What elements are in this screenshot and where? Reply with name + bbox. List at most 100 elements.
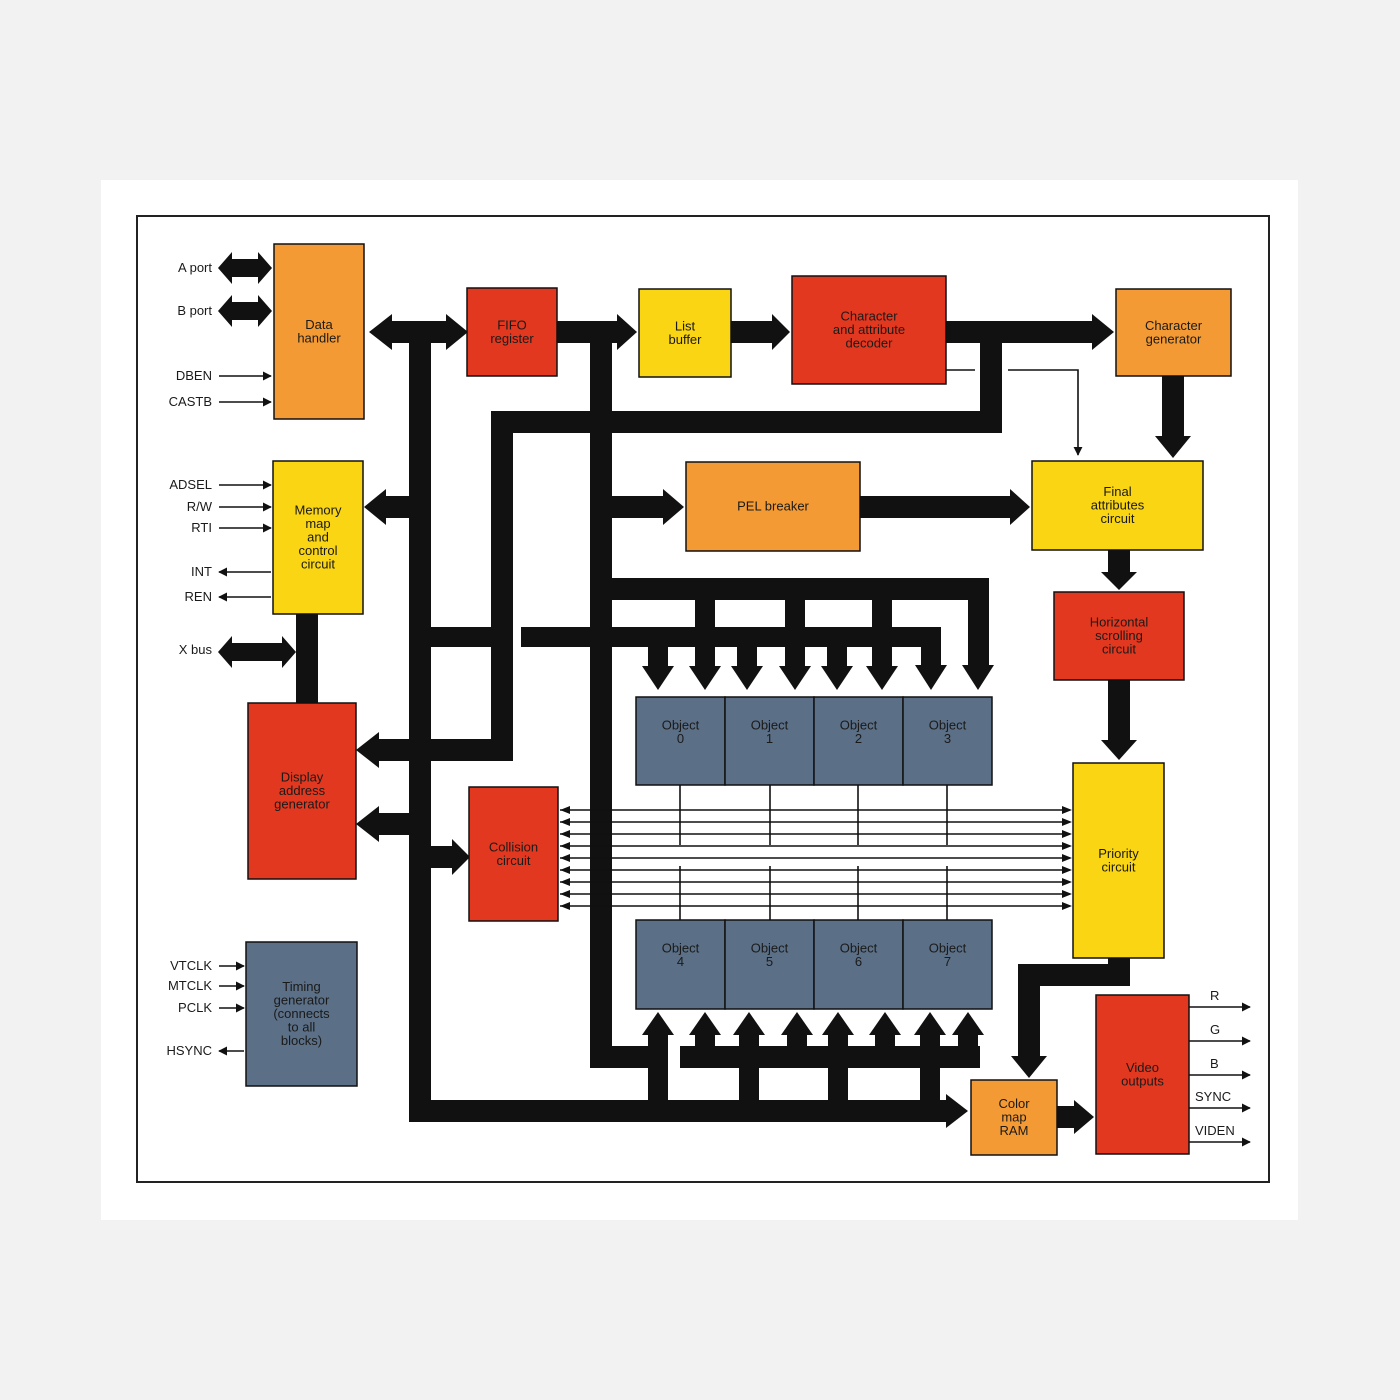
block-object2-label-0: Object [840, 717, 878, 732]
block-final-attributes-label-1: attributes [1091, 498, 1145, 513]
pel-final-bus [860, 496, 1010, 518]
block-object4-label-1: 4 [677, 954, 684, 969]
block-display-address-generator-label-2: generator [274, 797, 330, 812]
block-data-handler-box [273, 243, 365, 420]
signal-label-mtclk: MTCLK [168, 978, 212, 993]
priority-arrow-0 [1062, 806, 1072, 814]
collision-arrow-4 [560, 854, 570, 862]
object-top-feed-arrow-2 [731, 666, 763, 690]
fifo-list-bus-arrow [617, 314, 637, 350]
object-top-feed-5 [872, 600, 892, 668]
dag-lower-bus [378, 813, 411, 835]
block-list-buffer-label-1: buffer [668, 332, 702, 347]
block-list-buffer-box [638, 288, 732, 378]
block-object0-box [635, 696, 726, 786]
signal-label-sync: SYNC [1195, 1089, 1231, 1104]
block-character-generator-label-1: generator [1146, 331, 1202, 346]
object-top-feed-3 [785, 600, 805, 668]
chargen-final-bus-arrow [1155, 436, 1191, 458]
signal-label-r: R [1210, 988, 1219, 1003]
object-bus-drop-right-arrow [915, 665, 947, 690]
object-top-feed-arrow-4 [821, 666, 853, 690]
object-bus-horizontal-right [521, 627, 941, 647]
block-object4-label-0: Object [662, 940, 700, 955]
signal-label-pclk: PCLK [178, 1000, 212, 1015]
main-bus-vertical [409, 342, 431, 1122]
collision-arrow-8 [560, 902, 570, 910]
collision-arrow-0 [560, 806, 570, 814]
block-object5-box [724, 919, 815, 1010]
block-memory-map-label-1: map [305, 516, 330, 531]
block-object0-label-1: 0 [677, 731, 684, 746]
block-horizontal-scrolling-label-2: circuit [1102, 642, 1136, 657]
signal-label-g: G [1210, 1022, 1220, 1037]
block-object1-box [724, 696, 815, 786]
object-top-drop-right [968, 578, 989, 668]
block-object5-label-1: 5 [766, 954, 773, 969]
object-feed-arrows [642, 600, 984, 1122]
block-memory-map-label-4: circuit [301, 557, 335, 572]
bottom-bus [409, 1100, 949, 1122]
thin-lines [946, 369, 1083, 456]
pel-final-bus-arrow [1010, 489, 1030, 525]
fifo-bus-vertical [590, 332, 612, 1068]
block-object1-label-1: 1 [766, 731, 773, 746]
block-char-attr-decoder-label-2: decoder [846, 336, 894, 351]
block-timing-generator-label-1: generator [274, 993, 330, 1008]
scroll-priority-bus-arrow [1101, 740, 1137, 760]
object-bottom-feed-arrow-3 [781, 1012, 813, 1035]
block-color-map-ram-label-0: Color [998, 1096, 1030, 1111]
data-handler-bus [392, 321, 446, 343]
object-bottom-feed-arrow-7 [952, 1012, 984, 1035]
signal-label-a-port: A port [178, 260, 212, 275]
list-decoder-bus [731, 321, 773, 343]
memory-map-bus-arrow [364, 489, 386, 525]
object-interconnect-lines [560, 785, 1072, 920]
block-object7-label-0: Object [929, 940, 967, 955]
block-display-address-generator-label-1: address [279, 783, 326, 798]
block-list-buffer-label-0: List [675, 318, 696, 333]
color-video-bus [1056, 1106, 1076, 1128]
collision-arrow-5 [560, 866, 570, 874]
block-color-map-ram-box [970, 1079, 1058, 1156]
object-top-feed-arrow-5 [866, 666, 898, 690]
x-bus-arrow [218, 636, 296, 668]
block-timing-generator-label-0: Timing [282, 979, 321, 994]
block-object7-box [902, 919, 993, 1010]
block-memory-map-label-2: and [307, 530, 329, 545]
block-object0-label-0: Object [662, 717, 700, 732]
signal-label-int: INT [191, 564, 212, 579]
block-pel-breaker-label-0: PEL breaker [737, 499, 809, 514]
decoder-chargen-bus [946, 321, 1094, 343]
object-bottom-feed-arrow-4 [822, 1012, 854, 1035]
pel-bus-arrow [663, 489, 684, 525]
signal-label-rw: R/W [187, 499, 213, 514]
data-handler-bus-arrow-right [446, 314, 468, 350]
signal-label-viden: VIDEN [1195, 1123, 1235, 1138]
decoder-return-bus-left [491, 411, 513, 761]
dag-upper-bus-arrow [356, 732, 379, 768]
block-display-address-generator-label-0: Display [281, 770, 324, 785]
object-bottom-feed-arrow-5 [869, 1012, 901, 1035]
collision-arrow-7 [560, 890, 570, 898]
object-top-feed-arrow-1 [689, 666, 721, 690]
decoder-final-line-2 [1008, 369, 1083, 456]
block-memory-map-box [272, 460, 364, 615]
block-display-address-generator-box [247, 702, 357, 880]
object-bus-drop-right [921, 627, 941, 667]
block-timing-generator-label-4: blocks) [281, 1033, 322, 1048]
block-object3-box [902, 696, 993, 786]
object-top-drop-right-arrow [962, 665, 994, 690]
